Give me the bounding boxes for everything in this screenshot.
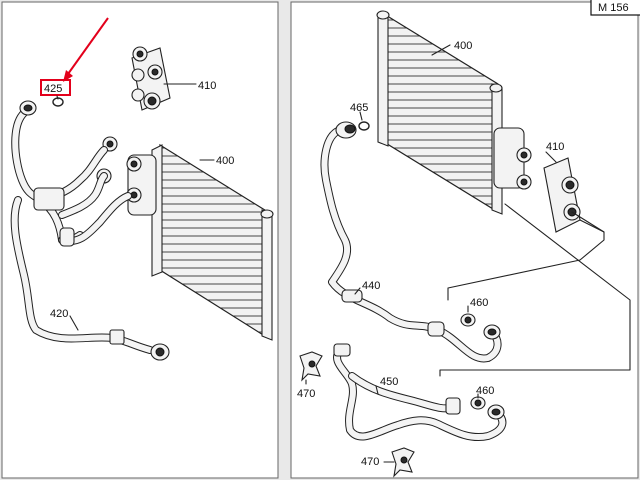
model-badge: M 156 xyxy=(590,0,640,16)
label-420: 420 xyxy=(50,308,68,320)
model-badge-text: M 156 xyxy=(598,2,629,14)
radiator-400-right xyxy=(376,10,532,215)
label-460-lower: 460 xyxy=(476,385,494,397)
hose-420 xyxy=(10,100,170,361)
clip-470-lower xyxy=(391,447,415,478)
label-410-left: 410 xyxy=(198,80,216,92)
label-440: 440 xyxy=(362,280,380,292)
label-470-lower: 470 xyxy=(361,456,379,468)
label-450: 450 xyxy=(380,376,398,388)
label-410-right: 410 xyxy=(546,141,564,153)
hose-440 xyxy=(320,121,502,363)
clip-470-upper xyxy=(299,351,323,382)
label-470-upper: 470 xyxy=(297,388,315,400)
label-400-left: 400 xyxy=(216,155,234,167)
label-460-upper: 460 xyxy=(470,297,488,309)
seal-ring-460-lower xyxy=(470,396,486,410)
manifold-block-410-right xyxy=(543,157,581,233)
hose-450 xyxy=(333,343,507,441)
label-425: 425 xyxy=(44,83,62,95)
highlight-425 xyxy=(40,17,109,96)
seal-ring-465 xyxy=(358,121,370,131)
seal-ring-460-upper xyxy=(460,313,476,327)
manifold-block-410-left xyxy=(131,46,171,111)
label-400-right: 400 xyxy=(454,40,472,52)
label-465: 465 xyxy=(350,102,368,114)
